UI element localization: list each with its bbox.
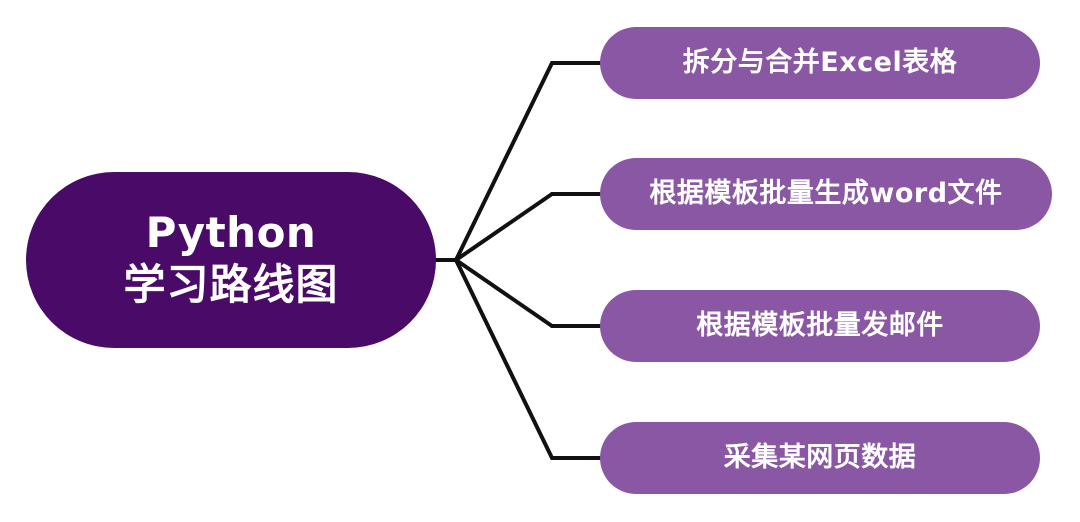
topic-node-email: 根据模板批量发邮件 bbox=[600, 290, 1040, 362]
topic-node-excel: 拆分与合并Excel表格 bbox=[600, 27, 1040, 99]
root-topic-title: Python bbox=[145, 208, 317, 257]
connector-to-email-node bbox=[454, 258, 554, 328]
topic-node-excel-label: 拆分与合并Excel表格 bbox=[682, 46, 958, 78]
topic-node-word-label: 根据模板批量生成word文件 bbox=[649, 177, 1003, 209]
connector-to-excel-node bbox=[454, 61, 554, 262]
topic-node-email-label: 根据模板批量发邮件 bbox=[696, 309, 944, 341]
connector-to-word-node bbox=[454, 192, 554, 262]
root-topic-node: Python 学习路线图 bbox=[26, 172, 436, 348]
topic-node-scrape-label: 采集某网页数据 bbox=[723, 441, 917, 473]
topic-node-scrape: 采集某网页数据 bbox=[600, 422, 1040, 494]
topic-node-word: 根据模板批量生成word文件 bbox=[600, 158, 1052, 230]
root-topic-subtitle: 学习路线图 bbox=[123, 260, 339, 309]
connector-to-scrape-node bbox=[454, 258, 554, 460]
